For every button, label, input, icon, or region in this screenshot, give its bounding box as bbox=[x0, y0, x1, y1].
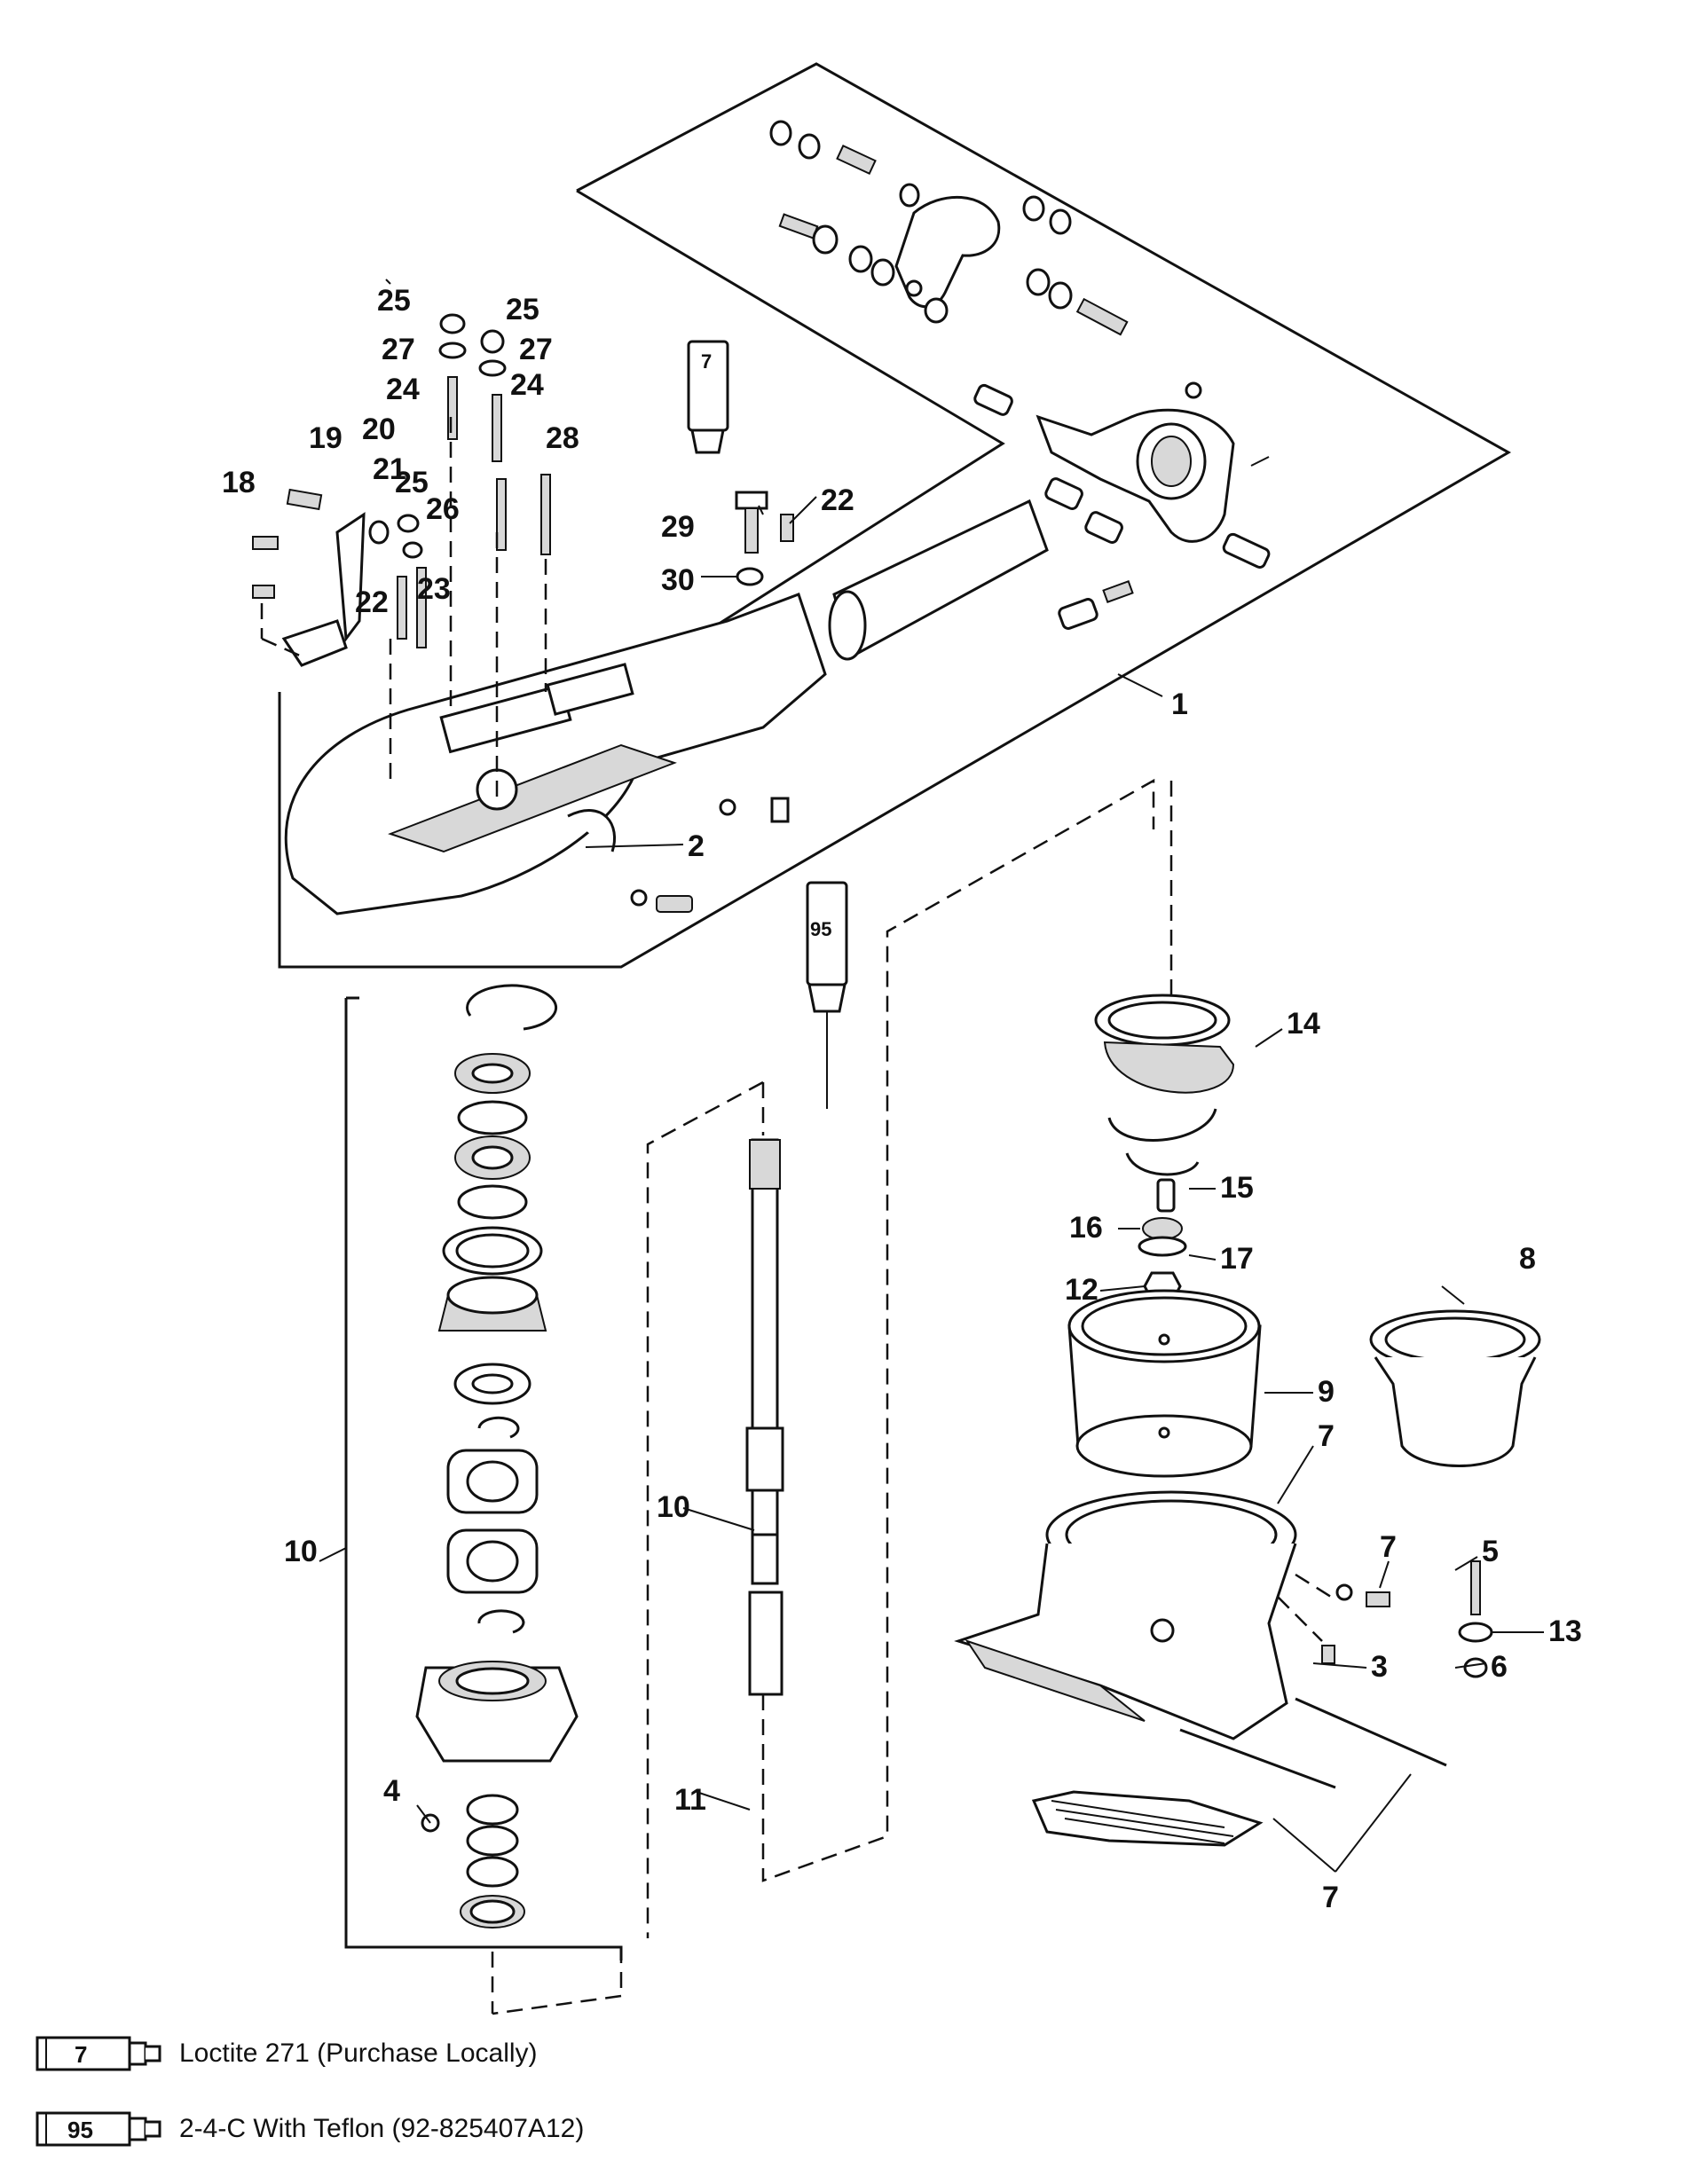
tube-icon: 7 bbox=[35, 2036, 161, 2071]
legend-code-95: 95 bbox=[67, 2117, 93, 2143]
callout-25a: 25 bbox=[377, 284, 411, 318]
callout-18: 18 bbox=[222, 466, 256, 499]
callout-7a: 7 bbox=[1318, 1419, 1335, 1453]
callout-19: 19 bbox=[309, 421, 343, 455]
callout-25b: 25 bbox=[506, 293, 539, 326]
callout-6: 6 bbox=[1491, 1650, 1508, 1684]
callout-28: 28 bbox=[546, 421, 579, 455]
legend-row-95: 95 2-4-C With Teflon (92-825407A12) bbox=[35, 2107, 584, 2151]
legend-text-95: 2-4-C With Teflon (92-825407A12) bbox=[179, 2114, 585, 2143]
callout-24a: 24 bbox=[386, 373, 420, 406]
callout-8: 8 bbox=[1519, 1242, 1536, 1276]
callout-29: 29 bbox=[661, 510, 695, 544]
callout-9: 9 bbox=[1318, 1375, 1335, 1409]
callout-17: 17 bbox=[1220, 1242, 1254, 1276]
callout-22b: 22 bbox=[821, 483, 854, 517]
callout-7c: 7 bbox=[1322, 1881, 1339, 1914]
callout-11: 11 bbox=[674, 1783, 706, 1817]
dashed-leaders-upper bbox=[260, 417, 547, 798]
callout-12: 12 bbox=[1065, 1273, 1098, 1307]
callout-13: 13 bbox=[1548, 1614, 1582, 1648]
callout-15: 15 bbox=[1220, 1171, 1254, 1205]
callout-3: 3 bbox=[1371, 1650, 1388, 1684]
drive-shaft: 95 bbox=[646, 778, 1155, 1938]
callout-4: 4 bbox=[383, 1774, 400, 1808]
legend-text-7: Loctite 271 (Purchase Locally) bbox=[179, 2039, 538, 2068]
callout-27a: 27 bbox=[382, 333, 415, 366]
legend-row-7: 7 Loctite 271 (Purchase Locally) bbox=[35, 2031, 538, 2076]
callout-2: 2 bbox=[688, 829, 705, 863]
callout-30: 30 bbox=[661, 563, 695, 597]
callout-27b: 27 bbox=[519, 333, 553, 366]
callout-1: 1 bbox=[1171, 687, 1188, 721]
callout-10b: 10 bbox=[657, 1490, 690, 1524]
callout-24b: 24 bbox=[510, 368, 544, 402]
callout-leaders bbox=[319, 279, 1544, 1873]
tube-icon: 95 bbox=[35, 2111, 161, 2147]
steering-hardware bbox=[769, 120, 1271, 661]
intake-housing bbox=[284, 593, 827, 915]
tube95-label: 95 bbox=[810, 918, 831, 940]
callout-7b: 7 bbox=[1380, 1530, 1397, 1564]
callout-5: 5 bbox=[1482, 1535, 1499, 1568]
impeller-stack bbox=[954, 781, 1541, 1847]
tube7-label: 7 bbox=[701, 350, 712, 373]
callout-23: 23 bbox=[417, 572, 451, 606]
bearing-stack bbox=[344, 984, 623, 2015]
callout-20: 20 bbox=[362, 412, 396, 446]
callout-21: 21 bbox=[373, 452, 406, 486]
callout-22a: 22 bbox=[355, 585, 389, 619]
callout-16: 16 bbox=[1069, 1211, 1103, 1245]
callout-25c: 25 bbox=[395, 466, 429, 499]
callout-14: 14 bbox=[1287, 1007, 1320, 1041]
legend-code-7: 7 bbox=[75, 2041, 87, 2068]
mounting-bracket: 7 bbox=[252, 313, 794, 667]
callout-26: 26 bbox=[426, 492, 460, 526]
upper-hardware-panel bbox=[278, 62, 1512, 969]
callout-numbers: 1 2 3 4 5 6 7 7 7 8 9 10 10 11 12 13 14 … bbox=[222, 284, 1582, 1914]
callout-10a: 10 bbox=[284, 1535, 318, 1568]
